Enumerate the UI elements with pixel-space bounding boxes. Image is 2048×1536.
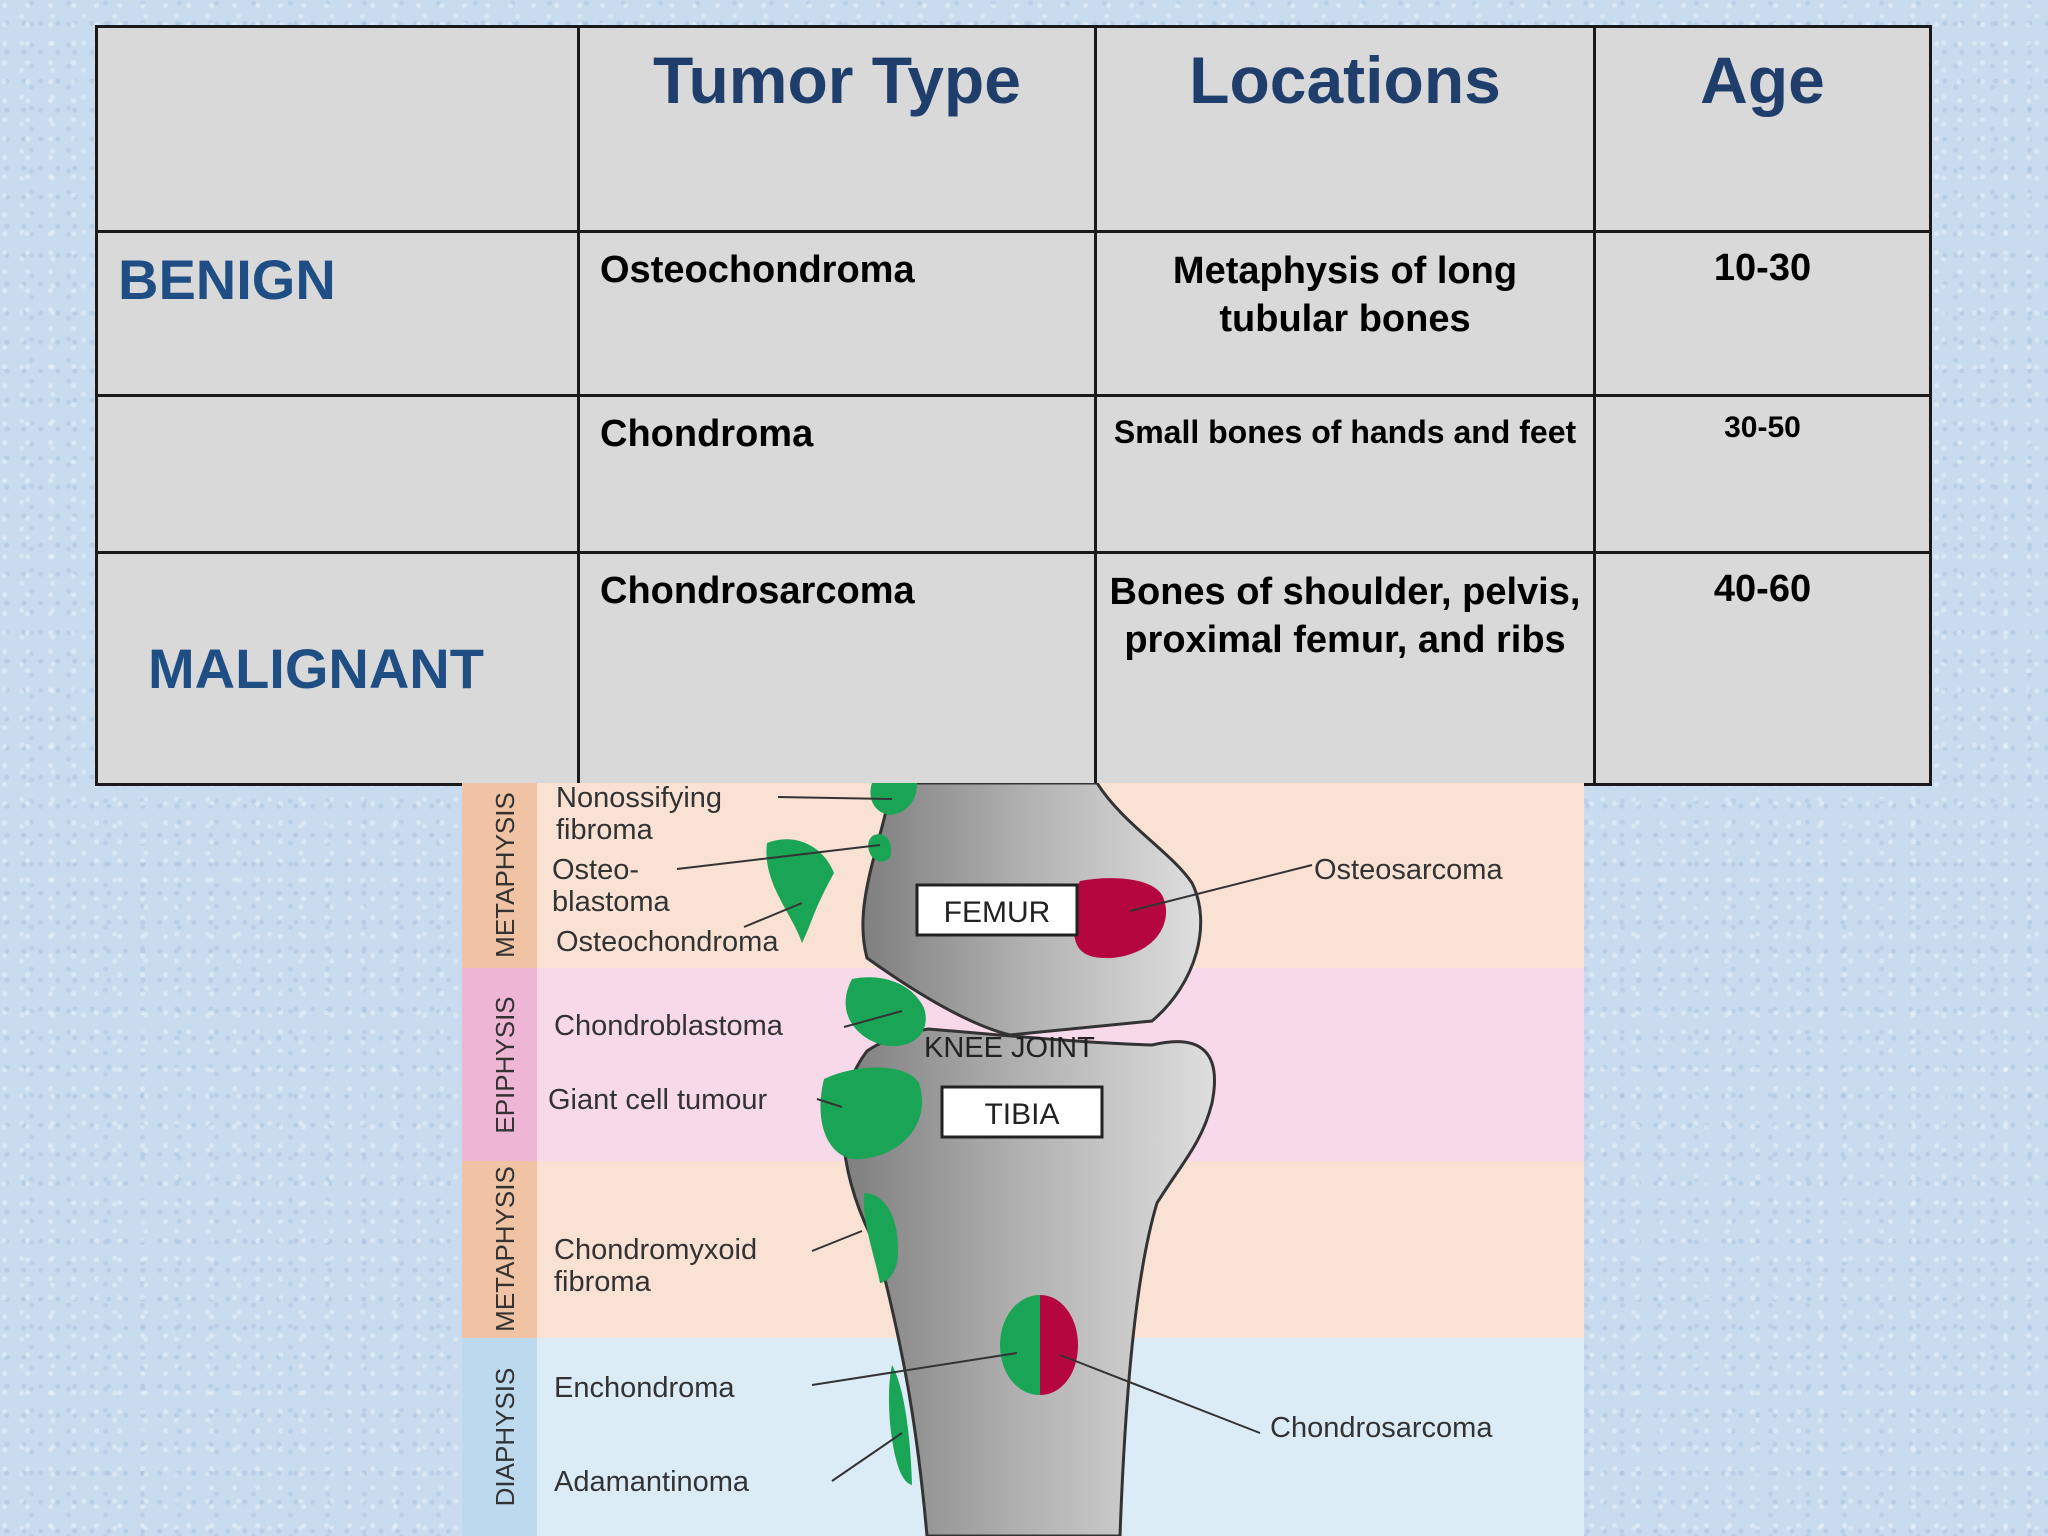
leader-giant-cell: [816, 1098, 843, 1108]
label-chondromyxoid-1: Chondromyxoid: [554, 1234, 757, 1266]
knee-joint-label: KNEE JOINT: [924, 1032, 1095, 1064]
table-row: BENIGN Osteochondroma Metaphysis of long…: [95, 230, 1932, 397]
femur-label-box: [915, 883, 1079, 937]
label-adamantinoma: Adamantinoma: [554, 1466, 750, 1498]
osteochondroma-lesion: [766, 839, 834, 943]
tumor-location: Bones of shoulder, pelvis, proximal femu…: [1094, 551, 1596, 786]
tibia-label-box: [940, 1085, 1104, 1139]
label-osteosarcoma: Osteosarcoma: [1314, 854, 1503, 886]
category-malignant: MALIGNANT: [95, 551, 580, 786]
chondromyxoid-fibroma-lesion: [863, 1193, 898, 1283]
leader-osteosarcoma: [1129, 864, 1313, 912]
leader-adamantinoma: [831, 1432, 903, 1482]
chondrosarcoma-lesion: [1040, 1295, 1078, 1395]
leader-chondromyxoid: [811, 1230, 863, 1252]
zone-strip-epiphysis: [462, 968, 537, 1161]
enchondroma-lesion: [1000, 1295, 1040, 1395]
knee-tumor-diagram: METAPHYSIS EPIPHYSIS METAPHYSIS DIAPHYSI…: [462, 783, 1584, 1536]
zone-label-diaphysis: DIAPHYSIS: [490, 1368, 520, 1507]
label-nonossifying-2: fibroma: [556, 814, 654, 846]
chondroblastoma-lesion: [845, 977, 926, 1047]
leader-nonossifying: [777, 796, 893, 800]
femur-label: FEMUR: [944, 896, 1051, 929]
tumor-location: Small bones of hands and feet: [1094, 394, 1596, 554]
adamantinoma-lesion: [888, 1365, 912, 1485]
osteosarcoma-lesion: [1073, 878, 1167, 959]
tumor-age: 10-30: [1593, 230, 1932, 397]
category-benign: BENIGN: [95, 230, 580, 397]
zone-strip-diaphysis: [462, 1338, 537, 1536]
header-blank: [95, 25, 580, 233]
table-row: MALIGNANT Chondrosarcoma Bones of should…: [95, 551, 1932, 786]
tumor-age: 40-60: [1593, 551, 1932, 786]
label-osteoblastoma-1: Osteo-: [552, 854, 639, 886]
zone-strip-metaphysis-bottom: [462, 1161, 537, 1338]
zone-label-metaphysis-top: METAPHYSIS: [490, 792, 520, 958]
header-age: Age: [1593, 25, 1932, 233]
tumor-location: Metaphysis of long tubular bones: [1094, 230, 1596, 397]
leader-osteochondroma: [743, 902, 803, 928]
leader-osteoblastoma: [676, 844, 881, 870]
tumor-table: Tumor Type Locations Age BENIGN Osteocho…: [95, 25, 1932, 786]
leader-chondrosarcoma: [1059, 1354, 1261, 1434]
label-chondromyxoid-2: fibroma: [554, 1266, 652, 1298]
tumor-age: 30-50: [1593, 394, 1932, 554]
label-osteochondroma: Osteochondroma: [556, 926, 779, 958]
tumor-name: Osteochondroma: [577, 230, 1097, 397]
zone-label-epiphysis: EPIPHYSIS: [490, 996, 520, 1133]
category-blank: [95, 394, 580, 554]
table-row: Chondroma Small bones of hands and feet …: [95, 394, 1932, 554]
header-tumor-type: Tumor Type: [577, 25, 1097, 233]
zone-label-metaphysis-bottom: METAPHYSIS: [490, 1166, 520, 1332]
leader-lines: [676, 796, 1313, 1482]
label-chondroblastoma: Chondroblastoma: [554, 1010, 784, 1042]
label-osteoblastoma-2: blastoma: [552, 886, 671, 918]
header-locations: Locations: [1094, 25, 1596, 233]
label-enchondroma: Enchondroma: [554, 1372, 735, 1404]
tumor-name: Chondrosarcoma: [577, 551, 1097, 786]
zone-strip-metaphysis-top: [462, 783, 537, 968]
label-chondrosarcoma: Chondrosarcoma: [1270, 1412, 1493, 1444]
leader-chondroblastoma: [843, 1010, 903, 1028]
giant-cell-tumour-lesion: [820, 1067, 923, 1160]
nonossifying-fibroma-lesion: [870, 783, 917, 815]
label-giant-cell: Giant cell tumour: [548, 1084, 768, 1116]
osteoblastoma-lesion: [868, 834, 892, 862]
tibia-label: TIBIA: [984, 1098, 1059, 1131]
label-nonossifying-1: Nonossifying: [556, 783, 722, 814]
leader-enchondroma: [811, 1352, 1018, 1386]
table-header-row: Tumor Type Locations Age: [95, 25, 1932, 233]
tumor-name: Chondroma: [577, 394, 1097, 554]
